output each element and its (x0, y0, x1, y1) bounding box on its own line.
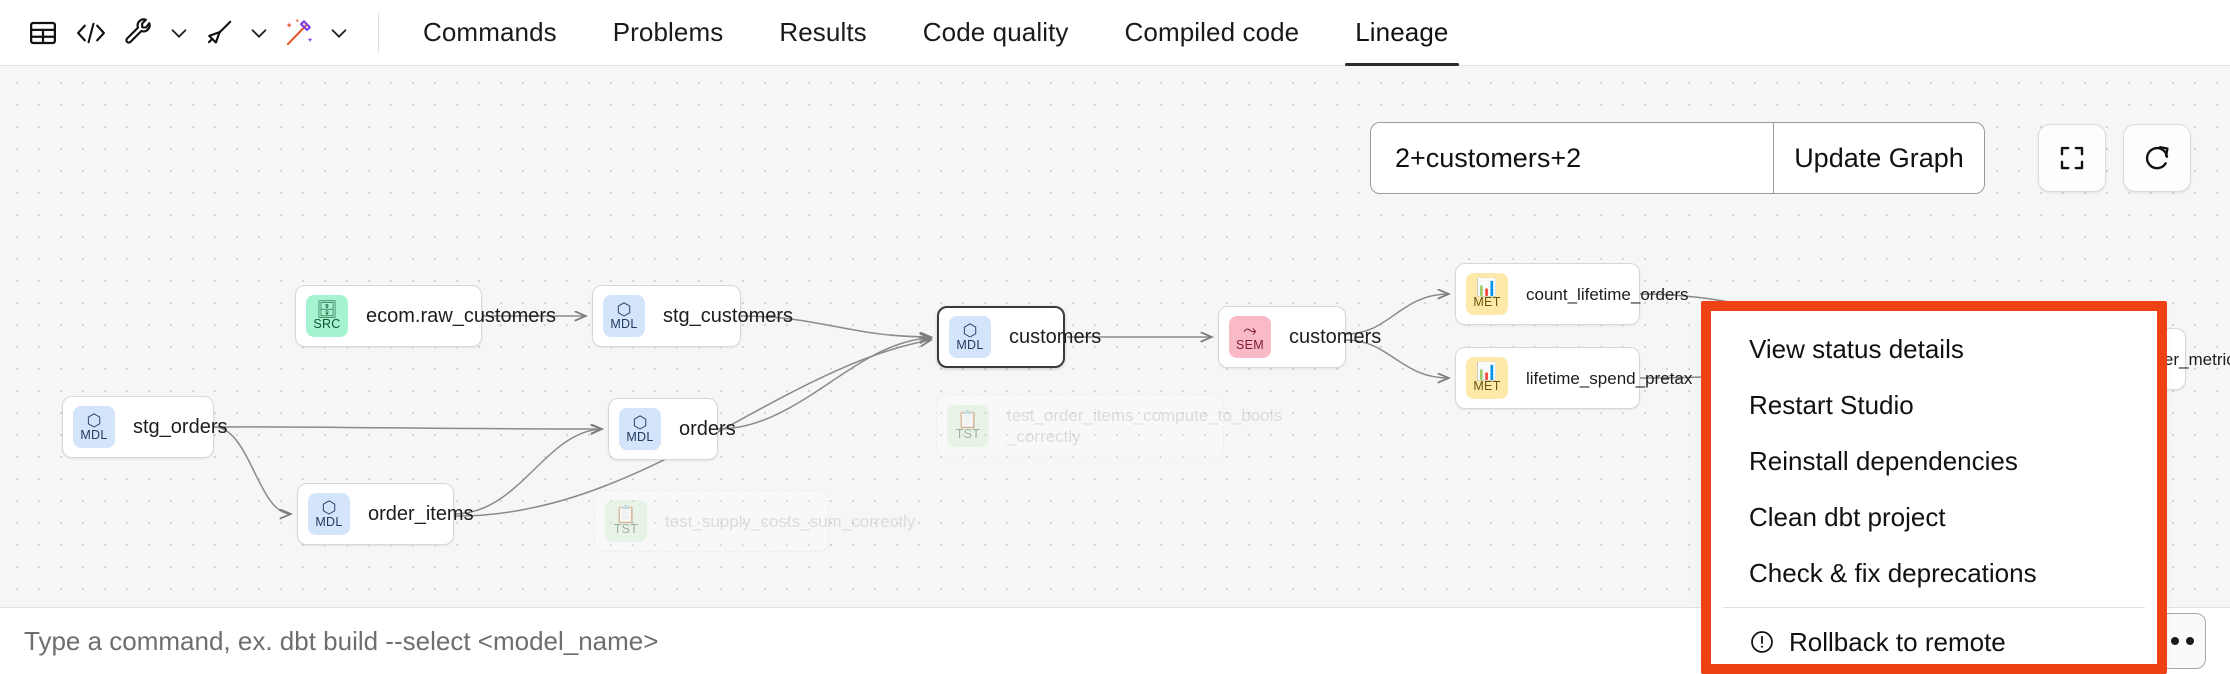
table-icon[interactable] (20, 10, 66, 56)
node-label: lifetime_spend_pretax (1526, 368, 1693, 388)
menu-item-label: Reinstall dependencies (1749, 445, 2018, 476)
menu-item-rollback-to-remote[interactable]: Rollback to remote (1711, 614, 2157, 670)
cube-icon: ⬡ (86, 411, 102, 430)
clipboard-check-icon: 📋 (615, 505, 637, 524)
bar-chart-icon: 📊 (1476, 362, 1498, 381)
lineage-node-customers-model[interactable]: ⬡ MDL customers (937, 306, 1101, 368)
menu-item-check-fix-deprecations[interactable]: Check & fix deprecations (1711, 545, 2157, 601)
tab-label: Results (779, 17, 867, 47)
menu-item-view-status-details[interactable]: View status details (1711, 321, 2157, 377)
toolbar-icon-group (0, 0, 354, 66)
clipboard-check-icon: 📋 (957, 410, 979, 429)
node-label: count_lifetime_orders (1526, 284, 1689, 304)
wrench-icon[interactable] (116, 10, 162, 56)
node-label: order_items (368, 502, 474, 525)
node-label: test_order_items_compute_to_bools _corre… (1007, 406, 1282, 446)
broom-icon[interactable] (196, 10, 242, 56)
toolbar-divider (378, 12, 379, 53)
code-icon[interactable] (68, 10, 114, 56)
lineage-node-lifetime-spend-pretax[interactable]: 📊 MET lifetime_spend_pretax (1455, 347, 1692, 409)
cube-icon: ⬡ (321, 498, 337, 517)
menu-item-label: Clean dbt project (1749, 501, 1946, 532)
node-label: customers (1009, 325, 1102, 348)
node-type-badge-tst: 📋 TST (605, 500, 647, 542)
menu-item-label: View status details (1749, 333, 1964, 364)
tab-lineage[interactable]: Lineage (1327, 0, 1476, 66)
cube-icon: ⬡ (632, 413, 648, 432)
tab-label: Compiled code (1124, 17, 1300, 47)
refresh-icon (2145, 146, 2169, 170)
node-label: stg_customers (663, 304, 794, 327)
chevron-down-icon-wand[interactable] (324, 10, 354, 56)
node-type-badge-src: 🗄 SRC (306, 295, 348, 337)
graph-nodes-icon: ⤳ (1243, 321, 1257, 340)
lineage-node-order-items[interactable]: ⬡ MDL order_items (297, 483, 474, 545)
database-icon: 🗄 (316, 300, 338, 319)
tab-label: Lineage (1355, 17, 1449, 47)
tab-commands[interactable]: Commands (395, 0, 585, 66)
tab-label: Problems (612, 17, 724, 47)
canvas-tool-group (2038, 124, 2191, 192)
refresh-button[interactable] (2123, 124, 2191, 192)
node-label: stg_orders (133, 415, 228, 438)
tab-label: Commands (423, 17, 557, 47)
menu-divider (1723, 607, 2145, 608)
node-type-badge-mdl: ⬡ MDL (603, 295, 645, 337)
tab-results[interactable]: Results (751, 0, 894, 66)
tab-bar: Commands Problems Results Code quality C… (395, 0, 1477, 66)
lineage-node-customers-semantic[interactable]: ⤳ SEM customers (1218, 306, 1381, 368)
lineage-selector-bar: Update Graph (1370, 122, 1985, 194)
command-input[interactable] (24, 625, 1913, 657)
ellipsis-icon (2156, 637, 2194, 645)
lineage-node-test-order-items[interactable]: 📋 TST test_order_items_compute_to_bools … (936, 394, 1282, 458)
node-type-badge-sem: ⤳ SEM (1229, 316, 1271, 358)
node-type-badge-met: 📊 MET (1466, 357, 1508, 399)
node-label: orders (679, 417, 736, 440)
node-type-badge-tst: 📋 TST (947, 405, 989, 447)
tab-compiled-code[interactable]: Compiled code (1097, 0, 1328, 66)
magic-wand-icon[interactable] (276, 10, 322, 56)
fit-view-button[interactable] (2038, 124, 2106, 192)
cube-icon: ⬡ (616, 300, 632, 319)
node-type-badge-met: 📊 MET (1466, 273, 1508, 315)
node-type-badge-mdl: ⬡ MDL (619, 408, 661, 450)
warning-icon (1749, 629, 1775, 655)
tab-problems[interactable]: Problems (585, 0, 752, 66)
node-type-badge-mdl: ⬡ MDL (308, 493, 350, 535)
lineage-node-ecom-raw-customers[interactable]: 🗄 SRC ecom.raw_customers (295, 285, 556, 347)
tab-code-quality[interactable]: Code quality (895, 0, 1097, 66)
studio-actions-menu: View status details Restart Studio Reins… (1711, 311, 2157, 664)
menu-item-reinstall-dependencies[interactable]: Reinstall dependencies (1711, 433, 2157, 489)
lineage-node-test-supply-costs[interactable]: 📋 TST test_supply_costs_sum_correctly (594, 490, 915, 552)
fit-view-icon (2060, 146, 2084, 170)
cube-icon: ⬡ (962, 321, 978, 340)
chevron-down-icon-broom[interactable] (244, 10, 274, 56)
lineage-node-stg-customers[interactable]: ⬡ MDL stg_customers (592, 285, 793, 347)
menu-item-clean-dbt-project[interactable]: Clean dbt project (1711, 489, 2157, 545)
menu-item-label: Restart Studio (1749, 389, 1914, 420)
node-type-badge-mdl: ⬡ MDL (949, 316, 991, 358)
menu-item-restart-studio[interactable]: Restart Studio (1711, 377, 2157, 433)
node-label: test_supply_costs_sum_correctly (665, 511, 916, 531)
update-graph-button[interactable]: Update Graph (1773, 123, 1984, 193)
tab-label: Code quality (922, 17, 1069, 47)
menu-item-label: Rollback to remote (1789, 626, 2006, 657)
bar-chart-icon: 📊 (1476, 278, 1498, 297)
lineage-selector-input[interactable] (1371, 123, 1773, 193)
node-type-badge-mdl: ⬡ MDL (73, 406, 115, 448)
lineage-node-orders[interactable]: ⬡ MDL orders (608, 398, 736, 460)
node-label: customers (1289, 325, 1382, 348)
chevron-down-icon-wrench[interactable] (164, 10, 194, 56)
menu-item-label: Check & fix deprecations (1749, 557, 2037, 588)
top-toolbar: Commands Problems Results Code quality C… (0, 0, 2230, 66)
lineage-node-stg-orders[interactable]: ⬡ MDL stg_orders (62, 396, 228, 458)
node-label: ecom.raw_customers (366, 304, 557, 327)
lineage-node-count-lifetime-orders[interactable]: 📊 MET count_lifetime_orders (1455, 263, 1689, 325)
